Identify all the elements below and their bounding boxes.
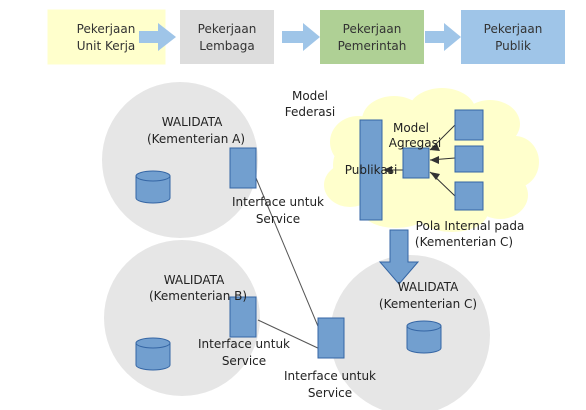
flow-box-lembaga-line1: Pekerjaan <box>198 22 257 36</box>
service-b-label-line2: Service <box>222 354 266 368</box>
model-agregasi-line2: Agregasi <box>389 136 441 150</box>
flow-box-lembaga <box>180 10 274 64</box>
flow-box-pemerintah-line2: Pemerintah <box>338 39 407 53</box>
source-block-2 <box>454 145 484 173</box>
link-src1-to-agregasi <box>429 124 456 151</box>
service-interface-b-block <box>229 296 257 338</box>
publikasi-label: Publikasi <box>345 163 398 177</box>
pola-internal-line2: (Kementerian C) <box>415 235 513 249</box>
service-c-label-line1: Interface untuk <box>284 369 376 383</box>
service-c-label-line2: Service <box>308 386 352 400</box>
flow-box-unit-kerja-line1: Pekerjaan <box>77 22 136 36</box>
service-a-label-line2: Service <box>256 212 300 226</box>
flow-box-lembaga-line2: Lembaga <box>199 39 255 53</box>
flow-box-publik-line1: Pekerjaan <box>484 22 543 36</box>
flow-row: Pekerjaan Unit Kerja Pekerjaan Lembaga P… <box>47 9 565 65</box>
flow-box-pemerintah <box>320 10 424 64</box>
walidata-c-title: WALIDATA <box>398 280 459 294</box>
source-block-3 <box>454 181 484 211</box>
service-a-label-line1: Interface untuk <box>232 195 324 209</box>
database-icon-b <box>135 337 171 371</box>
database-icon-a <box>135 170 171 204</box>
flow-arrow-3 <box>425 23 461 51</box>
flow-box-pemerintah-line1: Pekerjaan <box>343 22 402 36</box>
pola-internal-line1: Pola Internal pada <box>416 219 525 233</box>
flow-box-unit-kerja-line2: Unit Kerja <box>77 39 136 53</box>
flow-arrow-2 <box>282 23 320 51</box>
database-icon-c <box>406 320 442 354</box>
service-interface-c-block <box>317 317 345 359</box>
model-federasi-line2: Federasi <box>285 105 336 119</box>
model-federasi-line1: Model <box>292 89 328 103</box>
publikasi-block <box>359 119 383 221</box>
walidata-a-subtitle: (Kementerian A) <box>147 132 245 146</box>
link-service-a-to-c <box>255 177 326 344</box>
walidata-a-title: WALIDATA <box>162 115 223 129</box>
walidata-b-subtitle: (Kementerian B) <box>149 289 247 303</box>
service-b-label-line1: Interface untuk <box>198 337 290 351</box>
source-block-1 <box>454 109 484 141</box>
arrowhead-src2 <box>430 156 439 164</box>
arrowhead-agregasi-to-publikasi <box>383 166 392 174</box>
link-service-b-to-c <box>257 319 323 351</box>
flow-arrow-1 <box>139 23 176 51</box>
walidata-c-subtitle: (Kementerian C) <box>379 297 477 311</box>
service-interface-a-block <box>229 147 257 189</box>
flow-box-publik-line2: Publik <box>495 39 531 53</box>
model-agregasi-line1: Model <box>393 121 429 135</box>
walidata-b-title: WALIDATA <box>164 273 225 287</box>
flow-box-publik <box>461 10 565 64</box>
down-arrow-to-walidata-c <box>378 229 420 285</box>
arrowhead-src1 <box>430 144 440 151</box>
agregasi-block <box>402 147 430 179</box>
arrowhead-src3 <box>430 172 440 180</box>
